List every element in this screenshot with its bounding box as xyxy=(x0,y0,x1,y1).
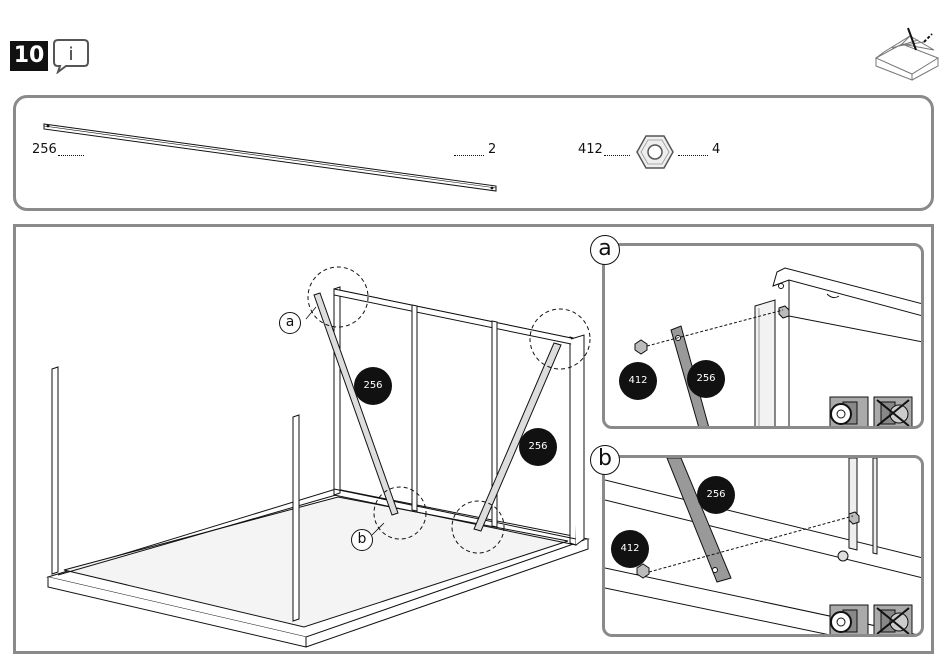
step-number: 10 xyxy=(10,41,48,71)
detail-a-panel: 412 256 xyxy=(602,243,924,429)
correct-nut-icon xyxy=(829,604,869,637)
nut-quantity: 4 xyxy=(712,142,720,157)
correct-nut-icon xyxy=(829,396,869,429)
leader-dots xyxy=(454,155,484,156)
detail-b-letter: b xyxy=(590,445,620,475)
leader-dots xyxy=(678,155,708,156)
bar-quantity: 2 xyxy=(488,142,496,157)
detail-b-nut-label: 412 xyxy=(611,530,649,568)
detail-b-bar-label: 256 xyxy=(697,476,735,514)
wrong-nut-icon xyxy=(873,604,913,637)
long-bar-part xyxy=(16,98,931,208)
greenhouse-roof-icon xyxy=(872,22,942,82)
callout-b: b xyxy=(351,529,373,551)
callout-a: a xyxy=(279,312,301,334)
detail-a-bar-label: 256 xyxy=(687,360,725,398)
bar-label-256-left: 256 xyxy=(354,367,392,405)
hex-nut-icon xyxy=(634,132,676,172)
detail-a-nut-label: 412 xyxy=(619,362,657,400)
detail-a-letter: a xyxy=(590,235,620,265)
info-bubble-icon: i xyxy=(52,38,90,74)
detail-b-panel: 256 412 xyxy=(602,455,924,637)
assembly-panel: a b 256 256 412 256 xyxy=(13,224,934,654)
leader-dots xyxy=(604,155,630,156)
wrong-nut-icon xyxy=(873,396,913,429)
info-symbol: i xyxy=(68,44,73,65)
bar-part-number: 256 xyxy=(32,142,57,157)
leader-dots xyxy=(58,155,84,156)
bar-label-256-right: 256 xyxy=(519,428,557,466)
parts-panel: 256 2 412 4 xyxy=(13,95,934,211)
nut-part-number: 412 xyxy=(578,142,603,157)
